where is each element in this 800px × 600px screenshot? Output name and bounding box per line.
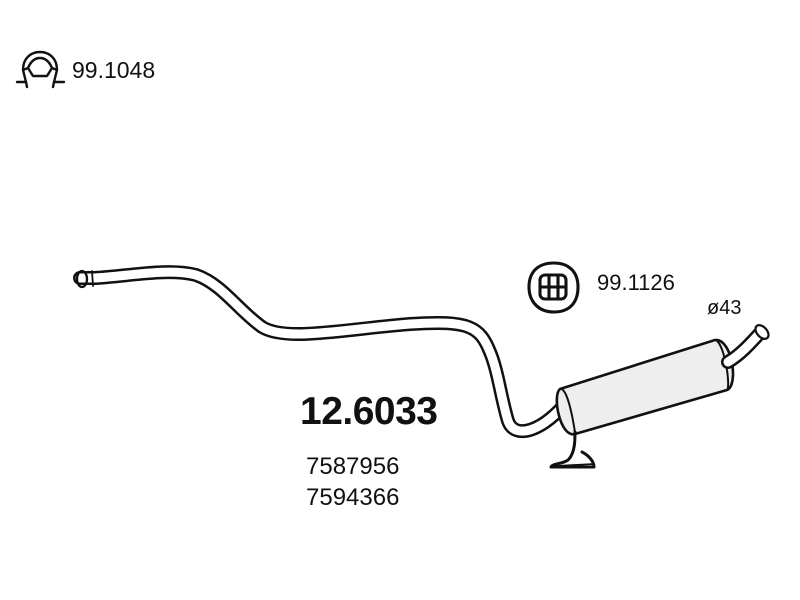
hanger-code: 99.1126: [597, 270, 675, 295]
rear-muffler: [549, 324, 770, 469]
pipe-diameter-label: ø43: [707, 297, 742, 319]
oem-reference-1: 7587956: [306, 453, 400, 480]
exhaust-pipe: [73, 265, 575, 438]
part-number: 12.6033: [300, 390, 438, 433]
oem-reference-2: 7594366: [306, 484, 400, 511]
clamp-code: 99.1048: [72, 57, 156, 83]
rubber-hanger-icon: [527, 261, 580, 314]
pipe-clamp-icon: [15, 50, 66, 89]
